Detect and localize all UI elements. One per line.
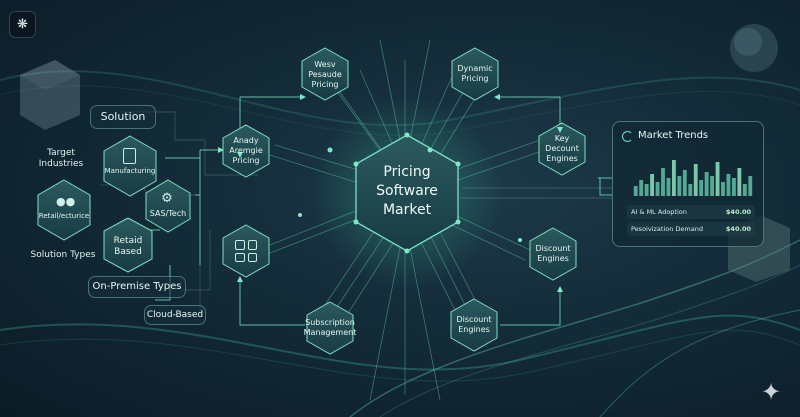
trend-bar: [748, 176, 753, 196]
trend-bar: [639, 180, 644, 196]
trend-bar: [666, 178, 671, 196]
sparkle-icon: ✦: [760, 378, 782, 406]
hex-retail-based: [103, 217, 153, 273]
node-label-manufacturing: Manufacturing: [104, 167, 156, 175]
trend-bar: [650, 174, 655, 196]
flow-ribbons: [0, 70, 800, 417]
trend-bar: [704, 172, 709, 196]
grid-icon: [235, 240, 257, 262]
market-trends-panel: Market Trends AI & ML Adoption $40.00 Pe…: [612, 121, 764, 247]
trend-bar: [693, 164, 698, 196]
trend-bar: [710, 176, 715, 196]
trend-bar: [671, 160, 676, 196]
node-label-right-upper: Key Decount Engines: [545, 134, 579, 163]
trend-bar: [742, 184, 747, 196]
hex-retail: [37, 179, 91, 241]
node-label-top-right: Dynamic Pricing: [457, 64, 493, 83]
market-trends-bars: [633, 160, 753, 196]
trend-bar: [633, 186, 638, 196]
trend-row-name: AI & ML Adoption: [631, 208, 687, 216]
node-label-saas: SAS/Tech: [149, 209, 187, 218]
trend-bar: [661, 168, 665, 196]
hex-manufacturing: [103, 135, 157, 197]
on-premise-box: On-Premise Types: [88, 276, 186, 298]
hex-left-upper: [222, 124, 270, 178]
node-label-top-left: Wesv Pesaude Pricing: [308, 60, 342, 89]
trend-bar: [726, 174, 731, 196]
trend-bar: [682, 170, 687, 196]
hex-node-shapes: [37, 47, 586, 355]
solution-types-label: Solution Types: [30, 250, 96, 260]
brain-icon[interactable]: ❋: [9, 11, 36, 38]
connector-lines: [264, 39, 546, 401]
people-icon: ●●: [56, 195, 76, 208]
target-industries-label: Target Industries: [38, 148, 84, 169]
hex-bottom-right: [450, 298, 498, 352]
trend-bar: [677, 176, 682, 196]
trend-row-value: $40.00: [725, 225, 751, 233]
trend-row-name: Pesoivization Demand: [631, 225, 703, 233]
hex-top-right: [451, 47, 499, 101]
trend-row: Pesoivization Demand $40.00: [627, 222, 755, 236]
trend-row-value: $40.00: [725, 208, 751, 216]
decorative-sphere: [730, 24, 778, 72]
node-label-retail-based: Retaid Based: [113, 236, 143, 257]
trend-bar: [737, 168, 742, 196]
decorative-cube: [20, 60, 80, 130]
node-label-bottom-left: Subscription Management: [303, 318, 357, 337]
trend-bar: [731, 178, 736, 196]
hex-bottom-left: [306, 301, 354, 355]
document-icon: [123, 148, 136, 164]
hex-grid-node: [222, 224, 270, 278]
center-title: Pricing Software Market: [376, 164, 438, 218]
cloud-based-box: Cloud-Based: [144, 305, 206, 325]
solution-box: Solution: [90, 105, 156, 129]
node-label-retail: Retail/ecturice: [38, 212, 90, 220]
trend-bar: [655, 182, 660, 196]
trend-row: AI & ML Adoption $40.00: [627, 205, 755, 219]
market-trends-title: Market Trends: [638, 130, 709, 141]
hex-right-lower: [529, 227, 577, 281]
hex-right-upper: [538, 122, 586, 176]
node-label-bottom-right: Discount Engines: [456, 315, 492, 334]
node-label-right-lower: Discount Engines: [535, 244, 571, 263]
trend-bar: [721, 182, 725, 196]
node-label-left-upper: Anady Aremgie Pricing: [229, 136, 263, 165]
trend-bar: [699, 180, 704, 196]
trend-bar: [688, 184, 693, 196]
trend-bar: [715, 162, 720, 196]
hex-saas: [145, 179, 191, 233]
trend-bar: [644, 184, 649, 196]
hex-top-left: [301, 47, 349, 101]
gear-icon: ⚙: [161, 191, 173, 206]
refresh-icon: [622, 131, 633, 142]
